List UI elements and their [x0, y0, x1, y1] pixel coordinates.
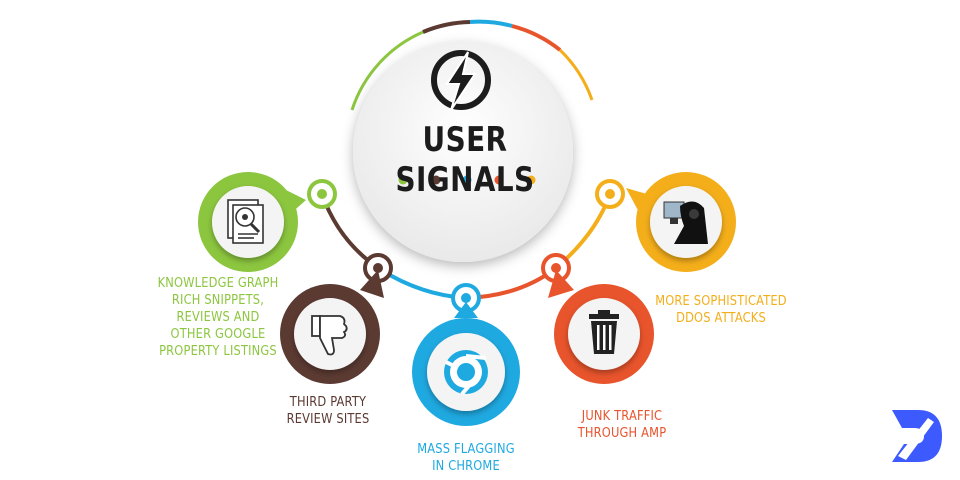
label-ddos: MORE SOPHISTICATED DDOS ATTACKS: [655, 294, 787, 326]
thumbs-down-icon: [311, 315, 348, 356]
node-amber: [595, 179, 625, 209]
hub-circle: [353, 42, 573, 262]
badge-ddos: [626, 172, 736, 272]
badge-third-party: [280, 270, 384, 384]
hub-outer-arc: [350, 19, 594, 111]
badge-knowledge-graph: [198, 172, 306, 272]
lightning-icon: [431, 50, 491, 111]
magnifier-document-icon: [227, 199, 264, 244]
label-knowledge-graph: KNOWLEDGE GRAPH RICH SNIPPETS, REVIEWS A…: [157, 276, 279, 359]
badge-junk-traffic: [548, 270, 654, 384]
brand-logo-icon: [892, 410, 942, 462]
label-junk-traffic: JUNK TRAFFIC THROUGH AMP: [577, 409, 667, 441]
badge-mass-flagging: [412, 302, 520, 426]
chrome-icon: [444, 350, 488, 396]
label-third-party: THIRD PARTY REVIEW SITES: [286, 395, 370, 427]
trash-can-icon: [589, 310, 619, 354]
hacker-icon: [663, 201, 708, 244]
hub-dots: [398, 175, 536, 185]
diagram-title: USER SIGNALS: [395, 120, 535, 200]
node-green: [307, 179, 337, 209]
label-mass-flagging: MASS FLAGGING IN CHROME: [417, 442, 515, 474]
